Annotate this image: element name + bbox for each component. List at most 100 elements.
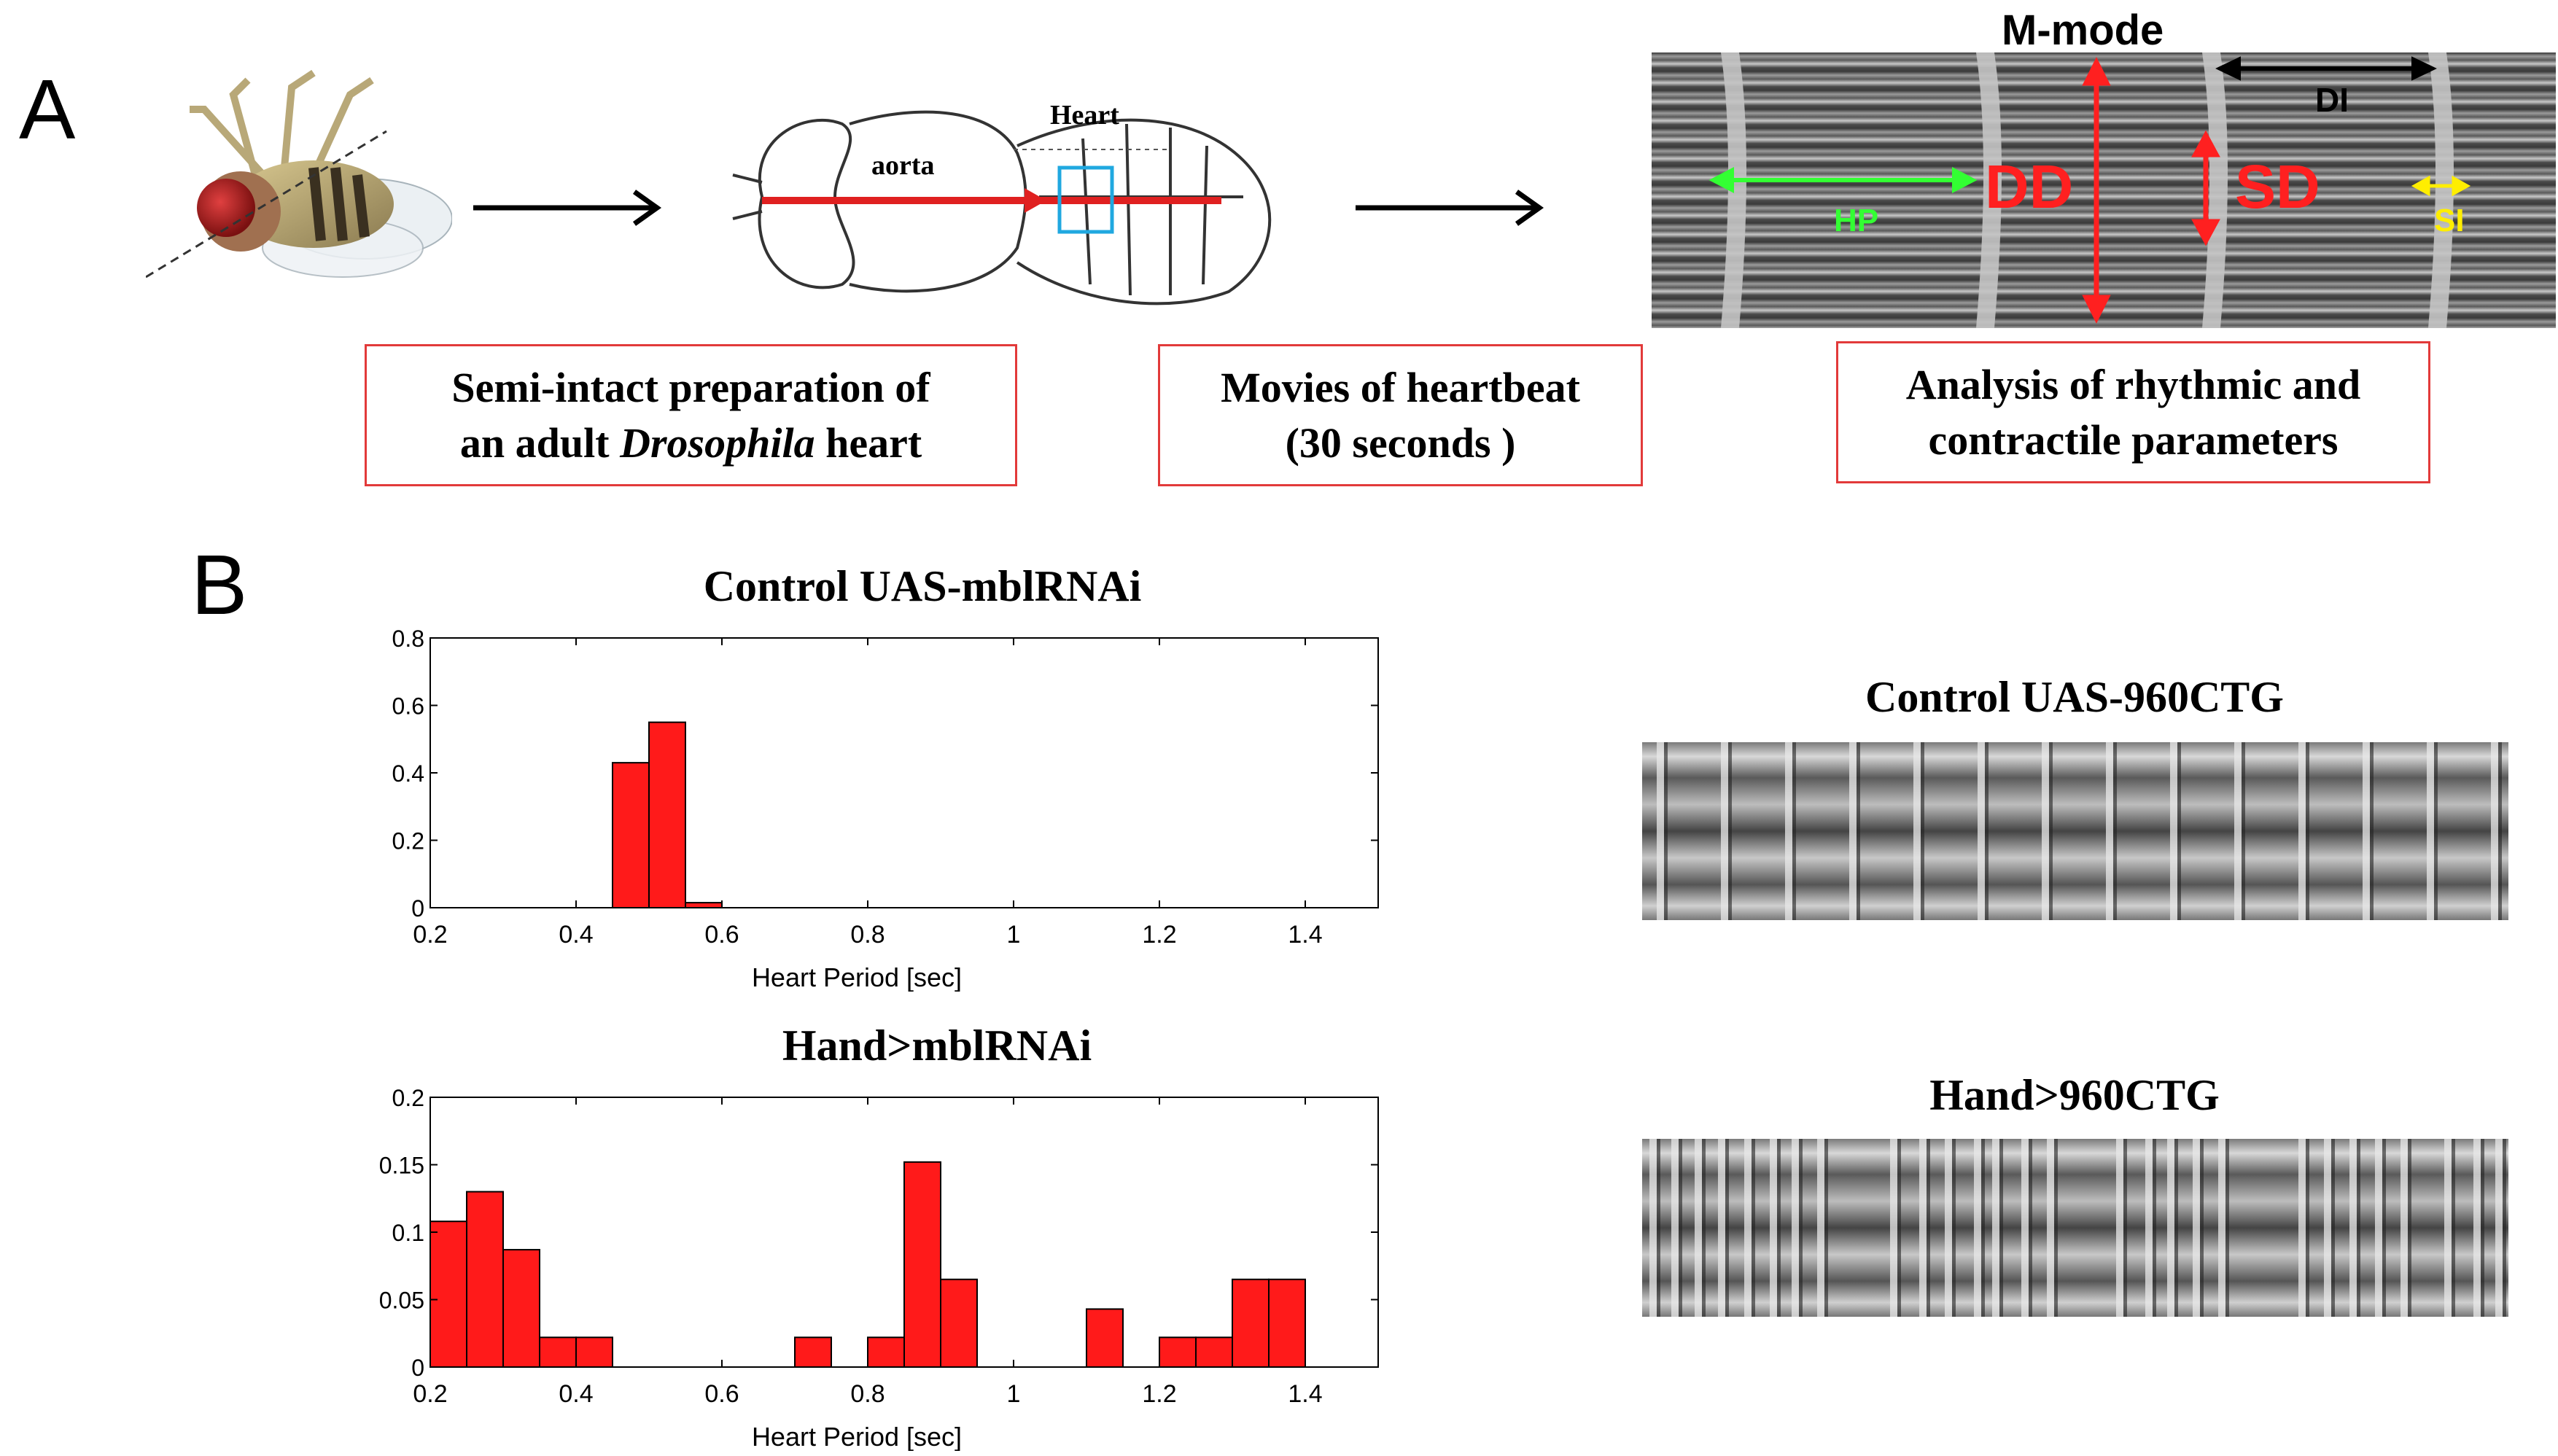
kymo-control-beat-shadow-4 — [1921, 742, 1924, 920]
kymo-hand-beat-5 — [1770, 1139, 1777, 1317]
mmode-di-label: DI — [2315, 81, 2349, 119]
panel-a-label: A — [19, 62, 76, 157]
kymo-hand-beat-24 — [2400, 1139, 2408, 1317]
fly-illustration — [146, 69, 452, 279]
chart2-bar-10 — [1159, 1336, 1197, 1368]
chart2-bar-3 — [539, 1336, 577, 1368]
kymo-hand-beat-20 — [2298, 1139, 2306, 1317]
arrow-1 — [473, 190, 662, 226]
caption-analysis: Analysis of rhythmic and contractile par… — [1836, 341, 2430, 483]
chart1-bar-0 — [612, 762, 650, 908]
kymo-hand-beat-26 — [2473, 1139, 2481, 1317]
heart-diagram — [732, 110, 1272, 305]
kymo-control-beat-shadow-11 — [2370, 742, 2374, 920]
kymo-hand-beat-shadow-10 — [1952, 1139, 1956, 1317]
chart1-bar-2 — [685, 902, 723, 908]
caption-movies: Movies of heartbeat (30 seconds ) — [1158, 344, 1643, 486]
kymo-control-beat-5 — [1978, 742, 1985, 920]
kymo-control-beat-12 — [2427, 742, 2434, 920]
chart2-bar-0 — [429, 1221, 467, 1368]
kymo-hand-beat-6 — [1792, 1139, 1799, 1317]
kymo-hand-beat-10 — [1945, 1139, 1952, 1317]
kymo-control-beat-shadow-13 — [2498, 742, 2502, 920]
kymo-hand-beat-3 — [1718, 1139, 1725, 1317]
kymo-control-beat-4 — [1913, 742, 1921, 920]
kymo-control-beat-shadow-0 — [1664, 742, 1668, 920]
chart1-plot-area — [429, 637, 1379, 908]
kymo-hand-beat-23 — [2375, 1139, 2382, 1317]
kymo-hand-beat-shadow-25 — [2452, 1139, 2455, 1317]
chart2-bar-4 — [575, 1336, 613, 1368]
kymo-hand-beat-21 — [2324, 1139, 2331, 1317]
caption-analysis-line1: Analysis of rhythmic and — [1905, 361, 2361, 409]
kymo-hand-beat-shadow-17 — [2174, 1139, 2178, 1317]
chart2-xtick-label-3: 0.8 — [850, 1380, 885, 1408]
chart1-xtick-label-0: 0.2 — [413, 921, 447, 949]
kymo-hand-beat-1 — [1671, 1139, 1679, 1317]
kymo-control-beat-10 — [2298, 742, 2306, 920]
kymo-control-beat-shadow-9 — [2242, 742, 2245, 920]
kymo-hand-beat-0 — [1649, 1139, 1657, 1317]
mmode-si-label: SI — [2434, 203, 2465, 238]
chart2-bar-8 — [940, 1278, 978, 1368]
kymo-control-beat-0 — [1657, 742, 1664, 920]
kymo-hand-beat-shadow-1 — [1679, 1139, 1682, 1317]
kymo-control-beat-shadow-8 — [2177, 742, 2181, 920]
kymo-hand-beat-7 — [1817, 1139, 1824, 1317]
kymo-control-beat-13 — [2491, 742, 2498, 920]
kymo-control-beat-3 — [1849, 742, 1857, 920]
arrow-2 — [1356, 190, 1544, 226]
kymo-hand-beat-shadow-0 — [1657, 1139, 1660, 1317]
kymo-hand-beat-shadow-8 — [1897, 1139, 1901, 1317]
chart1-xtick-label-6: 1.4 — [1288, 921, 1322, 949]
chart2-xtick-label-6: 1.4 — [1288, 1380, 1322, 1408]
mmode-title: M-mode — [2002, 7, 2164, 54]
chart2-xtick-label-4: 1 — [1007, 1380, 1021, 1408]
kymo-control-background — [1642, 742, 2508, 920]
kymo-control-beat-8 — [2170, 742, 2177, 920]
chart2-bar-2 — [502, 1249, 540, 1368]
chart2-bar-1 — [466, 1191, 504, 1368]
chart1-ytick-label-2: 0.4 — [392, 760, 424, 787]
kymo-hand-beat-18 — [2193, 1139, 2200, 1317]
chart2-xlabel: Heart Period [sec] — [752, 1422, 962, 1451]
chart1-xtick-label-4: 1 — [1007, 921, 1021, 949]
chart2-bar-11 — [1195, 1336, 1233, 1368]
kymo-control-beat-2 — [1785, 742, 1792, 920]
chart1-ytick-label-0: 0 — [411, 895, 424, 922]
kymo-hand-beat-shadow-3 — [1725, 1139, 1729, 1317]
caption-preparation-line1: Semi-intact preparation of — [451, 364, 930, 412]
chart2-bar-5 — [794, 1336, 832, 1368]
chart1-ytick-label-1: 0.2 — [392, 828, 424, 854]
chart2-bar-7 — [903, 1161, 941, 1369]
heart-label: Heart — [1050, 100, 1119, 131]
kymo-hand-beat-15 — [2116, 1139, 2123, 1317]
kymo-hand-beat-27 — [2495, 1139, 2503, 1317]
kymo-hand-beat-8 — [1890, 1139, 1897, 1317]
chart1-ytick-label-3: 0.6 — [392, 693, 424, 720]
kymo-hand-beat-shadow-20 — [2306, 1139, 2309, 1317]
kymo-hand-beat-shadow-11 — [1981, 1139, 1985, 1317]
panel-b-label: B — [191, 537, 248, 632]
kymo-hand-beat-14 — [2047, 1139, 2054, 1317]
caption-analysis-line2: contractile parameters — [1928, 416, 2339, 464]
caption-movies-line1: Movies of heartbeat — [1221, 364, 1580, 412]
kymo-hand-beat-shadow-13 — [2029, 1139, 2032, 1317]
kymo-hand-beat-shadow-9 — [1927, 1139, 1930, 1317]
kymo-hand-beat-2 — [1695, 1139, 1702, 1317]
chart1-ytick-label-4: 0.8 — [392, 626, 424, 652]
chart2-xtick-label-5: 1.2 — [1142, 1380, 1176, 1408]
chart2-ytick-label-4: 0.2 — [392, 1085, 424, 1111]
kymo-hand-beat-shadow-18 — [2200, 1139, 2204, 1317]
kymo-hand-beat-16 — [2145, 1139, 2153, 1317]
chart2-ytick-label-2: 0.1 — [392, 1220, 424, 1246]
chart1-bar-1 — [648, 721, 686, 908]
kymo-hand-beat-shadow-23 — [2382, 1139, 2386, 1317]
chart1-xtick-label-1: 0.4 — [559, 921, 593, 949]
kymo-control-beat-shadow-6 — [2049, 742, 2053, 920]
kymo-control-beat-shadow-10 — [2306, 742, 2309, 920]
chart1-xlabel: Heart Period [sec] — [752, 962, 962, 992]
kymo-hand-beat-shadow-7 — [1824, 1139, 1828, 1317]
